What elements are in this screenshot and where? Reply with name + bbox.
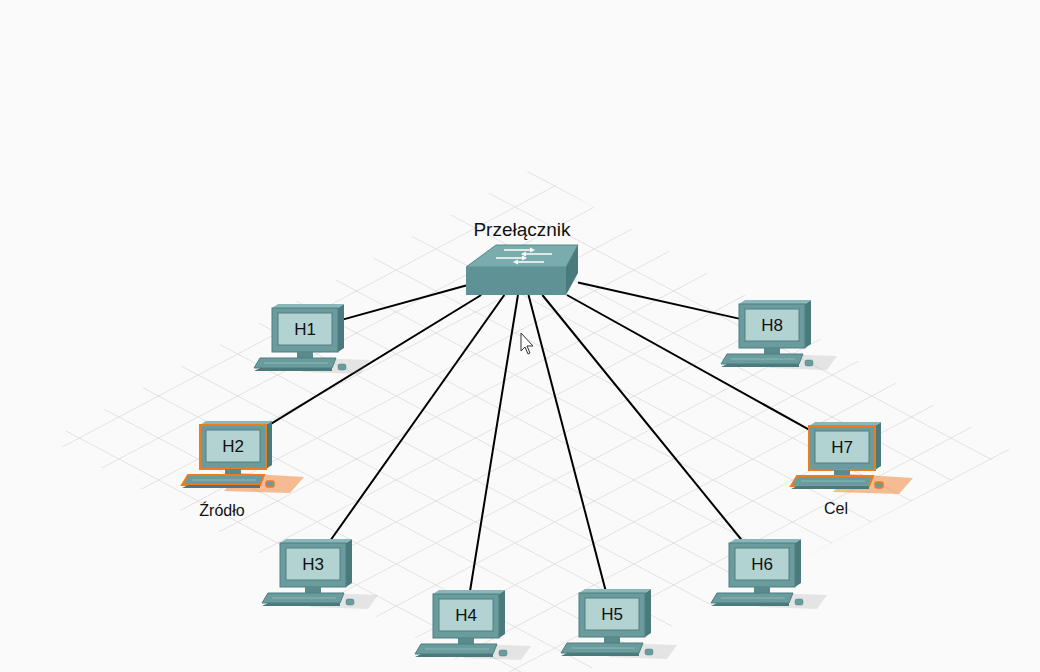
- host-computer: H7: [809, 426, 875, 470]
- mouse-cursor: [521, 333, 533, 354]
- screen-area: H5: [579, 593, 645, 637]
- host-computer: H1: [272, 308, 338, 352]
- screen-area: H8: [739, 304, 805, 348]
- host-computer: H8: [739, 304, 805, 348]
- screen-area: H4: [433, 594, 499, 638]
- host-name: H8: [761, 316, 783, 336]
- host-name: H7: [831, 438, 853, 458]
- host-name: H5: [601, 605, 623, 625]
- host-name: H6: [751, 555, 773, 575]
- ethernet-link: [567, 295, 809, 430]
- screen-area: H2: [200, 425, 266, 469]
- screen-area: H1: [272, 308, 338, 352]
- ethernet-link: [578, 283, 739, 319]
- screen-area: H6: [729, 543, 795, 587]
- switch-icon: [466, 245, 578, 295]
- host-computer: H4: [433, 594, 499, 638]
- screen-area: H7: [809, 426, 875, 470]
- screen-area: H3: [280, 543, 346, 587]
- role-label: Źródło: [199, 502, 244, 520]
- host-computer: H6: [729, 543, 795, 587]
- switch-label: Przełącznik: [473, 219, 570, 241]
- host-name: H4: [455, 606, 477, 626]
- ethernet-link: [529, 295, 607, 593]
- ethernet-link: [542, 295, 744, 543]
- host-computer: H5: [579, 593, 645, 637]
- host-computer: H2: [200, 425, 266, 469]
- ethernet-link: [329, 295, 505, 543]
- role-label: Cel: [824, 500, 848, 518]
- host-computer: H3: [280, 543, 346, 587]
- host-name: H1: [294, 320, 316, 340]
- ethernet-link: [470, 295, 518, 594]
- host-name: H2: [222, 437, 244, 457]
- network-switch: Przełącznik: [466, 245, 578, 295]
- host-name: H3: [302, 555, 324, 575]
